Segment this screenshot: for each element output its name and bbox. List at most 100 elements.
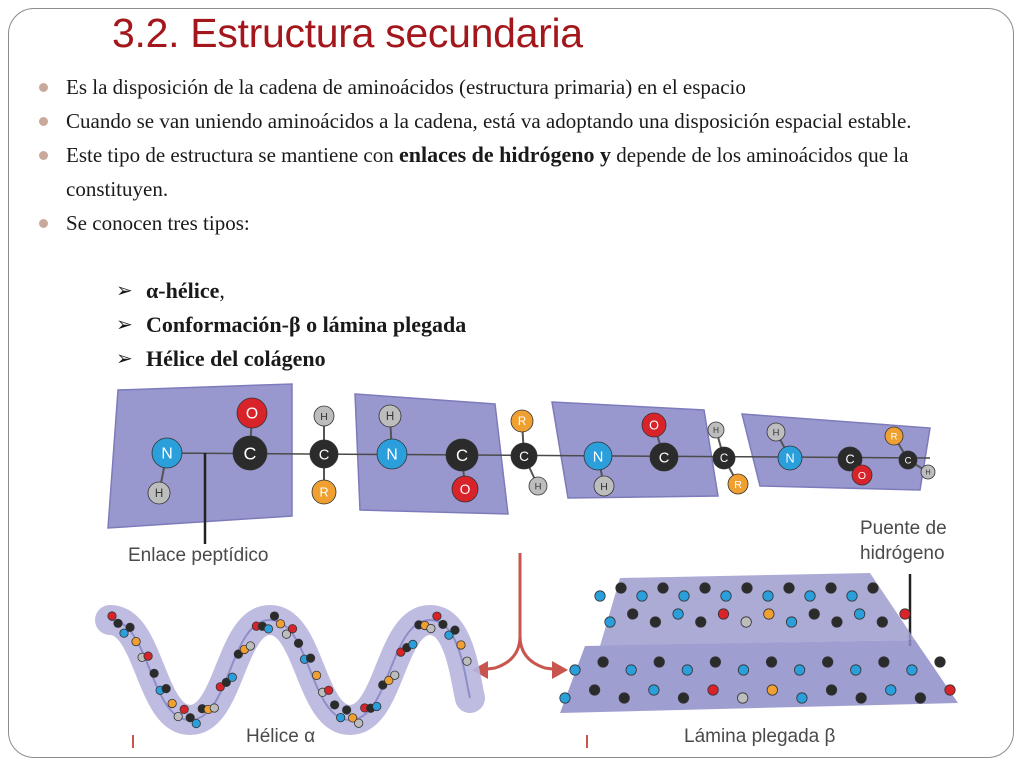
atom-symbol: C — [905, 455, 912, 466]
oxygen-atom — [944, 684, 956, 696]
sheet-atoms — [559, 582, 956, 704]
carbon-atom: C — [510, 442, 538, 470]
atom-symbol: N — [161, 446, 172, 463]
bullet-text: depende de los aminoácidos que la consti… — [66, 143, 909, 201]
atom-symbol: H — [155, 488, 163, 500]
carbon-atom — [161, 683, 171, 694]
oxygen-atom: O — [451, 475, 479, 503]
r-group-atom — [131, 636, 141, 647]
carbon-atom — [765, 656, 778, 668]
hydrogen-atom — [209, 703, 219, 713]
carbon-atom — [867, 582, 879, 594]
carbon-atom — [649, 616, 661, 628]
arrow-bullet-icon: ➢ — [116, 348, 133, 370]
atom-symbol: R — [319, 486, 328, 500]
carbon-atom — [342, 705, 352, 715]
carbon-atom — [914, 692, 926, 704]
type-name: Hélice del colágeno — [146, 346, 326, 371]
bullet-text: Es la disposición de la cadena de aminoá… — [66, 75, 746, 99]
hydrogen-bridge-label-line1: Puente de — [860, 518, 947, 539]
carbon-atom — [597, 656, 609, 668]
carbon-atom — [185, 713, 195, 723]
atom-symbol: R — [891, 431, 898, 442]
carbon-atom — [615, 582, 627, 594]
hydrogen-atom — [462, 656, 472, 666]
peptide-bond-label: Enlace peptídico — [128, 545, 269, 566]
nitrogen-atom — [906, 664, 918, 676]
carbon-atom — [589, 684, 601, 696]
carbon-atom — [149, 668, 159, 678]
hydrogen-atom — [426, 623, 436, 634]
hydrogen-atom — [390, 670, 400, 680]
hydrogen-atom: H — [378, 404, 402, 428]
nitrogen-atom: N — [777, 445, 803, 471]
carbon-atom — [695, 616, 707, 628]
nitrogen-atom — [672, 608, 684, 620]
bullet-list: Es la disposición de la cadena de aminoá… — [36, 70, 1006, 240]
type-item: ➢ Hélice del colágeno — [116, 342, 466, 376]
carbon-atom — [653, 656, 665, 668]
nitrogen-atom: N — [583, 441, 613, 471]
arrowhead-left — [472, 661, 488, 679]
carbon-atom — [330, 700, 340, 710]
carbon-atom: C — [837, 446, 863, 472]
nitrogen-atom — [678, 590, 690, 602]
nitrogen-atom — [336, 713, 346, 723]
arrow-bullet-icon: ➢ — [116, 314, 133, 336]
carbon-atom — [269, 611, 280, 621]
atom-symbol: O — [460, 482, 471, 497]
hydrogen-atom — [737, 692, 749, 704]
hydrogen-atom — [740, 616, 752, 628]
atom-symbol: C — [659, 450, 670, 466]
oxygen-atom: O — [851, 464, 873, 486]
hydrogen-atom — [281, 629, 292, 639]
carbon-atom: C — [649, 442, 679, 472]
carbon-atom — [709, 656, 721, 668]
r-group-atom: R — [510, 409, 534, 433]
bullet-text: Cuando se van uniendo aminoácidos a la c… — [66, 109, 912, 133]
type-suffix: , — [219, 278, 225, 303]
carbon-atom — [677, 692, 690, 704]
atom-symbol: C — [244, 443, 257, 463]
atom-symbol: O — [246, 406, 258, 423]
nitrogen-atom — [854, 608, 866, 620]
nitrogen-atom — [594, 590, 606, 602]
r-group-atom — [311, 670, 322, 680]
nitrogen-atom — [720, 590, 732, 602]
nitrogen-atom — [796, 692, 808, 704]
atom-symbol: O — [858, 470, 866, 482]
type-name: -hélice — [158, 278, 220, 303]
nitrogen-atom — [119, 628, 129, 638]
carbon-atom — [125, 622, 135, 632]
r-group-atom — [763, 608, 775, 620]
carbon-atom — [878, 656, 890, 668]
atom-symbol: R — [518, 416, 526, 428]
oxygen-atom — [179, 704, 189, 715]
carbon-atom: C — [712, 446, 736, 470]
carbon-atom: C — [445, 438, 479, 472]
oxygen-atom — [432, 611, 442, 621]
sheet-strand-top — [600, 573, 915, 646]
carbon-atom: C — [898, 450, 918, 470]
nitrogen-atom — [648, 684, 660, 696]
bullet-item: Se conocen tres tipos: — [36, 206, 1006, 240]
carbon-atom — [618, 692, 630, 704]
bullet-item: Cuando se van uniendo aminoácidos a la c… — [36, 104, 1006, 138]
nitrogen-atom — [681, 664, 693, 676]
oxygen-atom — [899, 608, 911, 620]
atom-symbol: R — [734, 479, 742, 491]
carbon-atom — [450, 625, 460, 635]
carbon-atom — [221, 677, 231, 687]
atom-symbol: O — [649, 419, 659, 433]
nitrogen-atom — [191, 718, 201, 729]
nitrogen-atom: N — [376, 438, 408, 470]
atom-symbol: N — [386, 447, 397, 464]
oxygen-atom: O — [236, 397, 268, 429]
nitrogen-atom — [372, 701, 382, 712]
nitrogen-atom — [794, 664, 806, 676]
carbon-atom — [808, 608, 820, 620]
atom-symbol: C — [319, 447, 330, 463]
atom-symbol: C — [845, 453, 854, 467]
nitrogen-atom — [625, 664, 637, 676]
